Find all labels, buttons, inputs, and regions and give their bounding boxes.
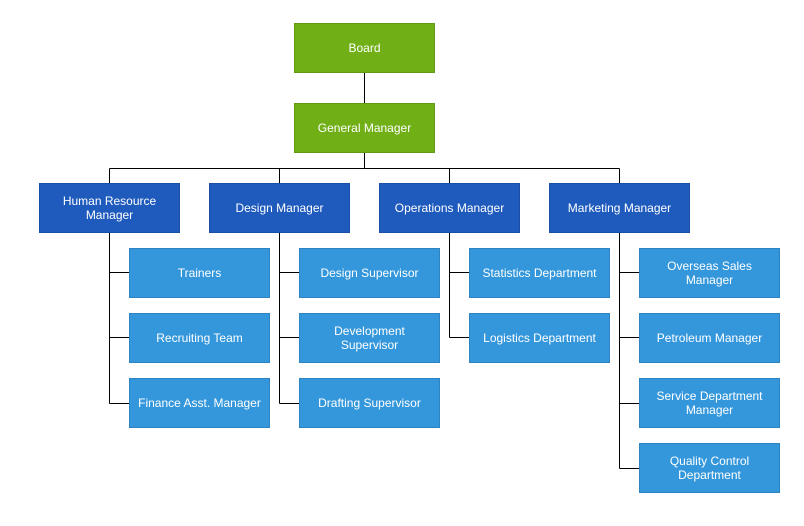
node-statistics-department[interactable]: Statistics Department	[469, 248, 610, 298]
node-label: Human Resource Manager	[62, 194, 157, 222]
node-petroleum-manager[interactable]: Petroleum Manager	[639, 313, 780, 363]
node-label: Design Supervisor	[320, 266, 419, 280]
node-label: Quality Control Department	[669, 454, 750, 482]
node-label: Petroleum Manager	[656, 331, 763, 345]
node-label: Finance Asst. Manager	[138, 396, 261, 410]
node-label: General Manager	[317, 121, 412, 135]
node-label: Trainers	[177, 266, 222, 280]
node-overseas-sales-manager[interactable]: Overseas Sales Manager	[639, 248, 780, 298]
node-label: Recruiting Team	[156, 331, 243, 345]
node-label: Overseas Sales Manager	[667, 259, 752, 287]
node-hr-manager[interactable]: Human Resource Manager	[39, 183, 180, 233]
node-quality-control-department[interactable]: Quality Control Department	[639, 443, 780, 493]
node-label: Operations Manager	[394, 201, 505, 215]
node-label: Statistics Department	[482, 266, 597, 280]
node-design-supervisor[interactable]: Design Supervisor	[299, 248, 440, 298]
node-label: Marketing Manager	[567, 201, 672, 215]
node-trainers[interactable]: Trainers	[129, 248, 270, 298]
node-service-department-manager[interactable]: Service Department Manager	[639, 378, 780, 428]
node-design-manager[interactable]: Design Manager	[209, 183, 350, 233]
node-development-supervisor[interactable]: Development Supervisor	[299, 313, 440, 363]
node-logistics-department[interactable]: Logistics Department	[469, 313, 610, 363]
node-label: Drafting Supervisor	[318, 396, 421, 410]
node-recruiting-team[interactable]: Recruiting Team	[129, 313, 270, 363]
node-label: Development Supervisor	[334, 324, 405, 352]
node-finance-asst-manager[interactable]: Finance Asst. Manager	[129, 378, 270, 428]
node-label: Service Department Manager	[656, 389, 763, 417]
node-operations-manager[interactable]: Operations Manager	[379, 183, 520, 233]
node-general-manager[interactable]: General Manager	[294, 103, 435, 153]
node-marketing-manager[interactable]: Marketing Manager	[549, 183, 690, 233]
node-label: Logistics Department	[483, 331, 596, 345]
node-drafting-supervisor[interactable]: Drafting Supervisor	[299, 378, 440, 428]
node-label: Board	[348, 41, 381, 55]
node-label: Design Manager	[235, 201, 324, 215]
node-board[interactable]: Board	[294, 23, 435, 73]
